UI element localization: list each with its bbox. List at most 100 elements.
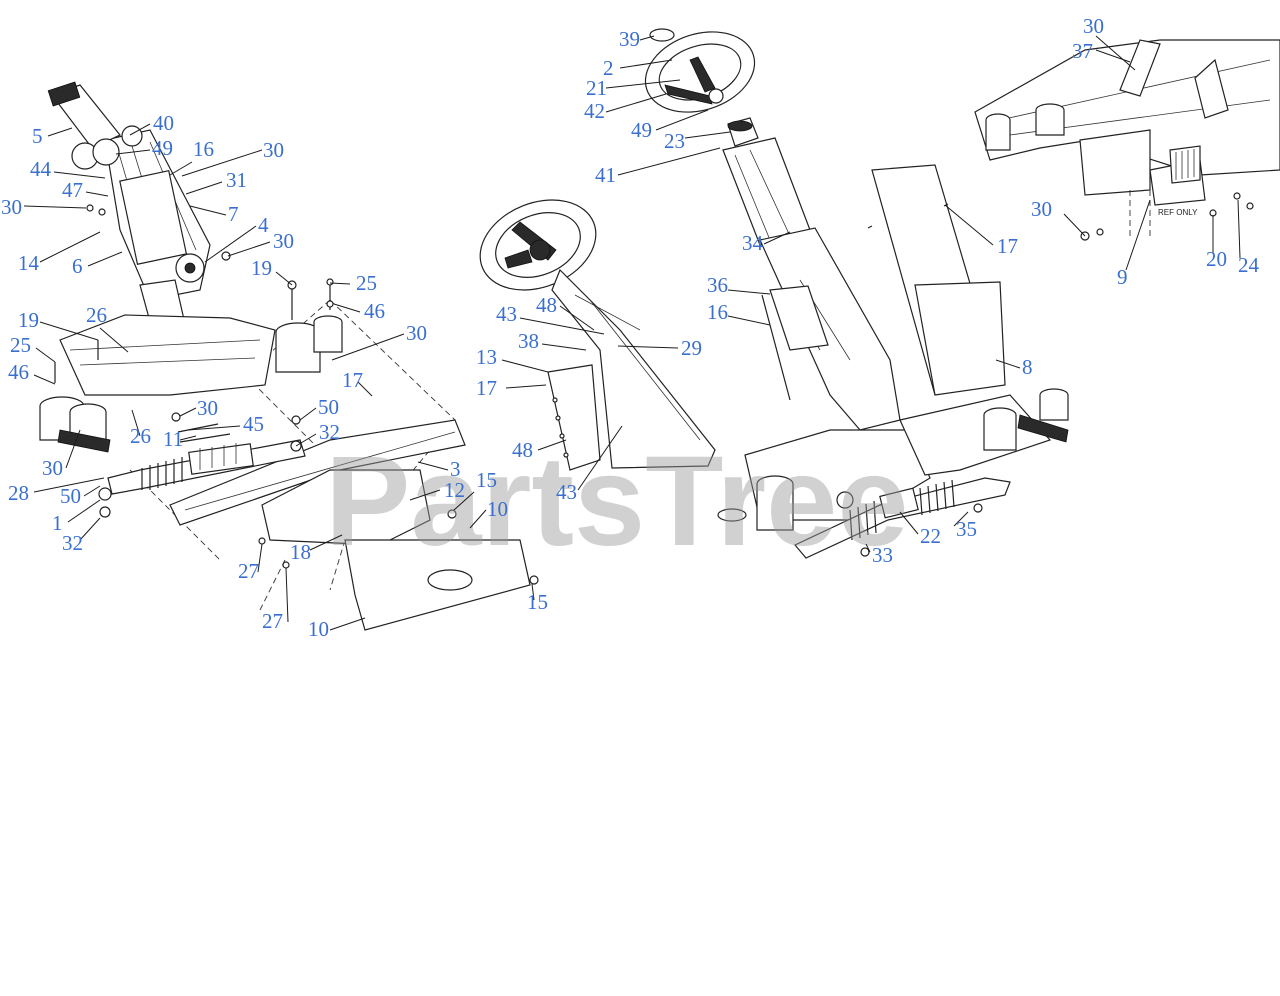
callout-50: 50 (318, 395, 339, 419)
callout-leader-14 (39, 231, 101, 263)
callout-leader-5 (47, 127, 73, 137)
callout-leader-19 (275, 271, 293, 286)
callout-leader-19 (39, 321, 99, 341)
callout-leader-26 (131, 409, 141, 437)
callout-1: 1 (52, 511, 63, 535)
callout-32: 32 (319, 420, 340, 444)
callout-17: 17 (342, 368, 363, 392)
callout-30: 30 (1031, 197, 1052, 221)
callout-leader-17 (505, 384, 547, 389)
callout-leader-30 (179, 407, 197, 417)
callout-leader-27 (257, 543, 263, 573)
callout-40: 40 (153, 111, 174, 135)
callout-7: 7 (228, 202, 239, 226)
callout-leader-12 (409, 489, 441, 501)
callout-leader-11 (179, 435, 197, 441)
callout-17: 17 (997, 234, 1018, 258)
callout-10: 10 (487, 497, 508, 521)
callout-43: 43 (496, 302, 517, 326)
callout-leader-26 (99, 327, 129, 353)
callout-31: 31 (226, 168, 247, 192)
callout-48: 48 (536, 293, 557, 317)
callout-leader-30 (1095, 35, 1136, 71)
callout-leader-3 (417, 461, 449, 471)
callout-leader-22 (899, 511, 919, 535)
callout-leader-32 (79, 517, 101, 541)
callout-30: 30 (197, 396, 218, 420)
rack-boot-center (849, 479, 955, 541)
callout-36: 36 (707, 273, 728, 297)
callout-27: 27 (262, 609, 283, 633)
callout-47: 47 (62, 178, 83, 202)
callout-37: 37 (1072, 39, 1093, 63)
callout-leader-42 (605, 93, 667, 113)
callout-leader-1 (67, 499, 101, 523)
callout-19: 19 (251, 256, 272, 280)
callout-8: 8 (1022, 355, 1033, 379)
callout-35: 35 (956, 517, 977, 541)
callout-30: 30 (1, 195, 22, 219)
callout-46: 46 (8, 360, 29, 384)
callout-leader-48 (537, 439, 567, 451)
callout-41: 41 (595, 163, 616, 187)
callout-46: 46 (364, 299, 385, 323)
callout-20: 20 (1206, 247, 1227, 271)
callout-leader-41 (617, 147, 721, 176)
callout-48: 48 (512, 438, 533, 462)
callout-leader-34 (763, 231, 791, 245)
callout-30: 30 (273, 229, 294, 253)
callout-leader-4 (204, 225, 257, 263)
callout-16: 16 (707, 300, 728, 324)
callout-42: 42 (584, 99, 605, 123)
callout-leader-43 (519, 317, 605, 335)
callout-leader-16 (727, 315, 771, 326)
callout-leader-35 (953, 511, 969, 527)
callout-leader-10 (329, 617, 366, 631)
callout-leader-33 (865, 543, 871, 553)
callout-leader-49 (115, 149, 151, 155)
callout-leader-30 (331, 333, 405, 361)
callout-leader-30 (181, 149, 263, 177)
callout-leader-25 (35, 347, 56, 363)
callout-leader-30 (23, 205, 87, 209)
callout-leader-7 (189, 205, 227, 216)
callout-leader-30 (1063, 213, 1086, 237)
rack-boot-left (141, 457, 183, 490)
callout-leader-21 (605, 79, 681, 89)
callout-14: 14 (18, 251, 40, 275)
callout-49: 49 (631, 118, 652, 142)
callout-49: 49 (152, 136, 173, 160)
watermark: PartsTree (325, 430, 909, 573)
callout-19: 19 (18, 308, 39, 332)
callout-16: 16 (193, 137, 214, 161)
callout-30: 30 (406, 321, 427, 345)
callout-leader-49 (655, 109, 709, 131)
callout-24: 24 (1238, 253, 1260, 277)
callout-45: 45 (243, 412, 264, 436)
callout-26: 26 (130, 424, 151, 448)
callout-12: 12 (444, 478, 465, 502)
callout-15: 15 (476, 468, 497, 492)
callout-leader-30 (227, 241, 271, 257)
callout-leader-46 (33, 374, 56, 385)
callout-leader-23 (684, 131, 731, 139)
callout-leader-48 (559, 305, 595, 331)
callout-leader-38 (541, 343, 587, 351)
callout-11: 11 (163, 427, 183, 451)
callout-leader-2 (619, 59, 673, 69)
callout-leader-36 (727, 289, 771, 295)
callout-leader-32 (295, 433, 317, 447)
callout-leader-18 (309, 534, 343, 551)
callout-leader-17 (357, 381, 373, 397)
center-assembly (479, 28, 1069, 559)
callout-6: 6 (72, 254, 83, 278)
callout-leader-13 (501, 359, 549, 373)
callout-leader-30 (65, 429, 81, 469)
callout-leader-29 (617, 345, 679, 349)
callout-22: 22 (920, 524, 941, 548)
callout-34: 34 (742, 231, 764, 255)
callout-leader-17 (944, 204, 994, 246)
